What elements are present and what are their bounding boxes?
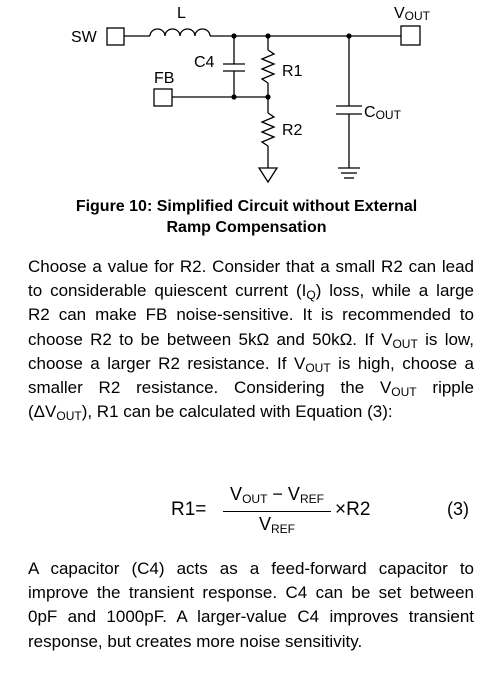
vout-terminal [400,25,421,46]
equation-rhs: ×R2 [335,499,371,520]
sw-label: SW [71,29,98,46]
c4-label: C4 [194,54,215,71]
resistor-r2 [260,112,276,147]
ground-symbol-r2 [257,167,279,184]
equation-lhs: R1= [171,499,207,520]
junction-dot [265,33,271,39]
sw-terminal [106,27,125,46]
figure-caption: Figure 10: Simplified Circuit without Ex… [0,196,493,238]
r1-label: R1 [282,63,303,80]
r2-label: R2 [282,122,303,139]
vout-label: VOUT [394,5,431,23]
caption-line-1: Figure 10: Simplified Circuit without Ex… [75,198,418,215]
inductor-label: L [177,5,186,22]
junction-dot [231,33,237,39]
fraction-numerator: VOUT − VREF [230,484,324,506]
junction-dot [265,94,271,100]
inductor-l [149,28,211,37]
paragraph-r2-selection: Choose a value for R2. Consider that a s… [28,257,474,424]
simplified-circuit-diagram: SW L VOUT C4 FB R1 R2 COUT [71,5,431,184]
junction-dot [231,94,237,100]
paragraph-c4-feedforward: A capacitor (C4) acts as a feed-forward … [28,559,474,651]
fraction-denominator: VREF [258,514,295,536]
equation-number: (3) [447,499,469,519]
equation-3: R1= VOUT − VREF VREF ×R2 (3) [0,476,493,548]
ground-symbol-cout [338,167,360,179]
junction-dot [346,33,352,39]
fb-terminal [153,88,173,107]
resistor-r1 [260,49,276,84]
cout-label: COUT [364,104,402,122]
fraction-bar [223,511,331,513]
caption-line-2: Ramp Compensation [166,219,327,236]
fb-label: FB [154,70,174,87]
